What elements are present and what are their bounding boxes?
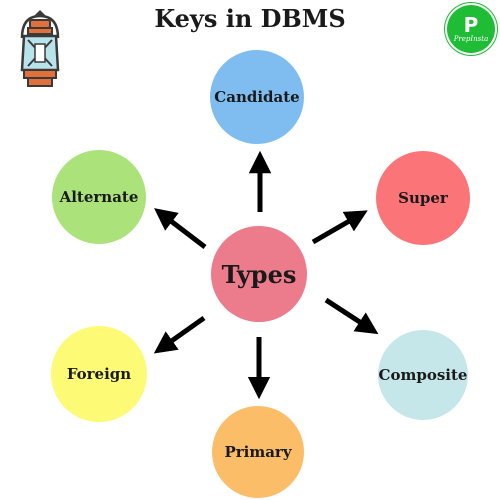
node-candidate-label: Candidate — [214, 88, 300, 106]
node-center-types: Types — [211, 226, 307, 322]
page-title: Keys in DBMS — [154, 4, 346, 33]
lantern-icon — [20, 10, 60, 87]
node-foreign: Foreign — [51, 326, 147, 422]
arrow-to-alternate — [154, 208, 207, 249]
arrow-to-super — [311, 210, 368, 245]
prepinsta-logo: P PrepInsta — [445, 3, 497, 55]
node-candidate: Candidate — [210, 50, 304, 144]
node-foreign-label: Foreign — [66, 365, 132, 383]
logo-letter: P — [463, 12, 479, 37]
node-composite: Composite — [378, 330, 468, 420]
node-primary-label: Primary — [224, 443, 292, 461]
node-alternate-label: Alternate — [59, 188, 139, 206]
logo-text: PrepInsta — [453, 34, 489, 43]
node-primary: Primary — [212, 406, 304, 498]
node-super-label: Super — [398, 189, 448, 207]
node-center-label: Types — [221, 259, 297, 289]
node-composite-label: Composite — [378, 366, 468, 384]
node-alternate: Alternate — [52, 150, 146, 244]
node-super: Super — [376, 151, 470, 245]
arrow-to-foreign — [153, 315, 206, 354]
arrow-to-composite — [324, 297, 379, 335]
